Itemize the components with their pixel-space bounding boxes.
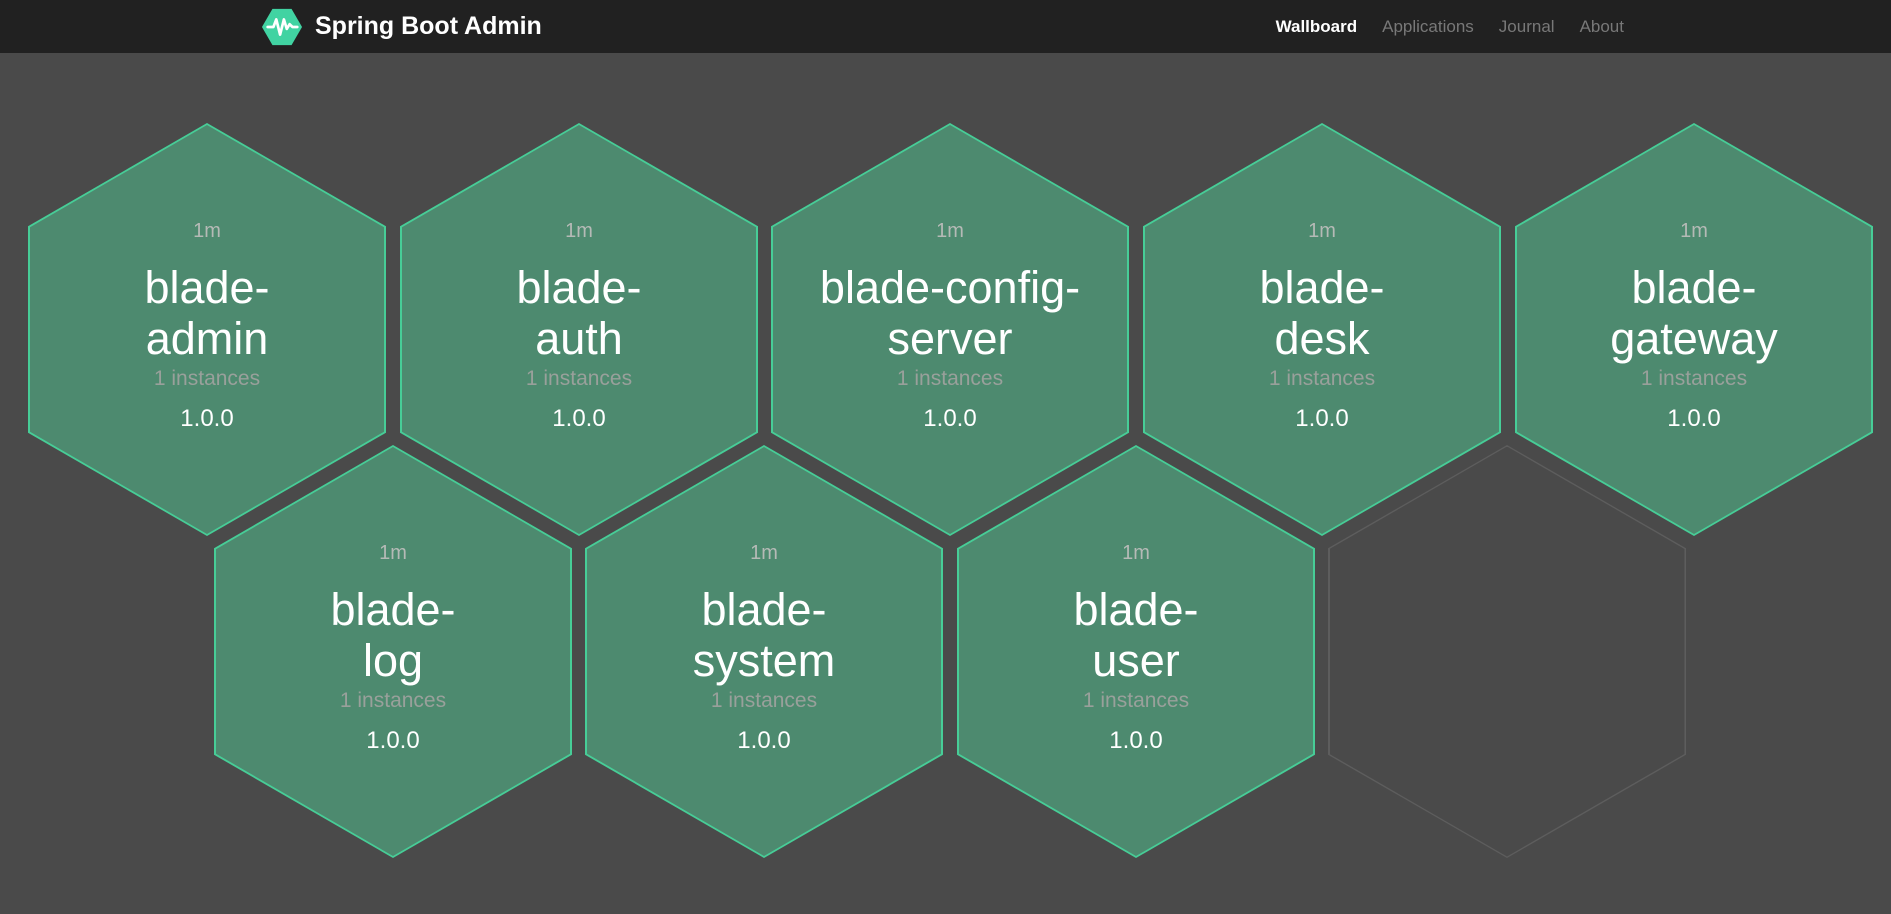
nav-journal[interactable]: Journal bbox=[1498, 16, 1555, 36]
hexagon-fill bbox=[587, 447, 941, 856]
instances-label: 1 instances bbox=[710, 689, 818, 712]
version-label: 1.0.0 bbox=[552, 405, 606, 432]
app-name: blade- admin bbox=[144, 262, 270, 364]
version-label: 1.0.0 bbox=[1109, 727, 1163, 754]
hexagon-blade-gateway[interactable]: 1m blade- gateway 1 instances 1.0.0 bbox=[1515, 123, 1873, 536]
uptime-label: 1m bbox=[193, 220, 221, 242]
app-name: blade- desk bbox=[1259, 262, 1385, 364]
hexagon-content: 1m blade-config- server 1 instances 1.0.… bbox=[771, 123, 1129, 536]
hexagon-fill bbox=[1329, 446, 1685, 857]
app-name: blade- user bbox=[1073, 584, 1199, 686]
instances-label: 1 instances bbox=[1268, 367, 1376, 390]
app-name: blade- auth bbox=[516, 262, 642, 364]
spring-boot-admin-logo-icon bbox=[261, 8, 303, 45]
uptime-label: 1m bbox=[565, 220, 593, 242]
version-label: 1.0.0 bbox=[366, 727, 420, 754]
uptime-label: 1m bbox=[1308, 220, 1336, 242]
brand[interactable]: Spring Boot Admin bbox=[261, 7, 542, 47]
nav-applications[interactable]: Applications bbox=[1382, 16, 1474, 36]
version-label: 1.0.0 bbox=[180, 405, 234, 432]
hexagon-blade-config-server[interactable]: 1m blade-config- server 1 instances 1.0.… bbox=[771, 123, 1129, 536]
hexagon-content: 1m blade- auth 1 instances 1.0.0 bbox=[400, 123, 758, 536]
hexagon-blade-admin[interactable]: 1m blade- admin 1 instances 1.0.0 bbox=[28, 123, 386, 536]
nav-about[interactable]: About bbox=[1579, 16, 1624, 36]
hexagon-fill bbox=[216, 447, 570, 856]
uptime-label: 1m bbox=[1122, 542, 1150, 564]
hexagon-content: 1m blade- desk 1 instances 1.0.0 bbox=[1143, 123, 1501, 536]
instances-label: 1 instances bbox=[339, 689, 447, 712]
hexagon-content: 1m blade- log 1 instances 1.0.0 bbox=[214, 445, 572, 858]
hexagon-blade-desk[interactable]: 1m blade- desk 1 instances 1.0.0 bbox=[1143, 123, 1501, 536]
uptime-label: 1m bbox=[379, 542, 407, 564]
hexagon-content: 1m blade- gateway 1 instances 1.0.0 bbox=[1515, 123, 1873, 536]
brand-title: Spring Boot Admin bbox=[315, 12, 542, 40]
hexagon-content: 1m blade- user 1 instances 1.0.0 bbox=[957, 445, 1315, 858]
version-label: 1.0.0 bbox=[737, 727, 791, 754]
hexagon-blade-system[interactable]: 1m blade- system 1 instances 1.0.0 bbox=[585, 445, 943, 858]
instances-label: 1 instances bbox=[1082, 689, 1190, 712]
pulse-line-icon bbox=[266, 17, 299, 36]
wallboard: 1m blade- admin 1 instances 1.0.0 1m bla… bbox=[0, 53, 1891, 914]
uptime-label: 1m bbox=[936, 220, 964, 242]
version-label: 1.0.0 bbox=[1295, 405, 1349, 432]
main-nav: Wallboard Applications Journal About bbox=[1276, 17, 1624, 37]
version-label: 1.0.0 bbox=[1667, 405, 1721, 432]
instances-label: 1 instances bbox=[1640, 367, 1748, 390]
instances-label: 1 instances bbox=[153, 367, 261, 390]
top-nav-bar: Spring Boot Admin Wallboard Applications… bbox=[0, 0, 1891, 53]
hexagon-content: 1m blade- admin 1 instances 1.0.0 bbox=[28, 123, 386, 536]
app-name: blade-config- server bbox=[819, 262, 1081, 364]
hexagon-blade-user[interactable]: 1m blade- user 1 instances 1.0.0 bbox=[957, 445, 1315, 858]
hexagon-blade-auth[interactable]: 1m blade- auth 1 instances 1.0.0 bbox=[400, 123, 758, 536]
instances-label: 1 instances bbox=[896, 367, 1004, 390]
uptime-label: 1m bbox=[750, 542, 778, 564]
instances-label: 1 instances bbox=[525, 367, 633, 390]
uptime-label: 1m bbox=[1680, 220, 1708, 242]
app-name: blade- gateway bbox=[1610, 262, 1778, 364]
nav-wallboard[interactable]: Wallboard bbox=[1275, 16, 1358, 36]
hexagon-content: 1m blade- system 1 instances 1.0.0 bbox=[585, 445, 943, 858]
hexagon-placeholder bbox=[1328, 445, 1686, 858]
hexagon-blade-log[interactable]: 1m blade- log 1 instances 1.0.0 bbox=[214, 445, 572, 858]
app-name: blade- system bbox=[692, 584, 836, 686]
hexagon-fill bbox=[959, 447, 1313, 856]
version-label: 1.0.0 bbox=[923, 405, 977, 432]
app-name: blade- log bbox=[330, 584, 456, 686]
